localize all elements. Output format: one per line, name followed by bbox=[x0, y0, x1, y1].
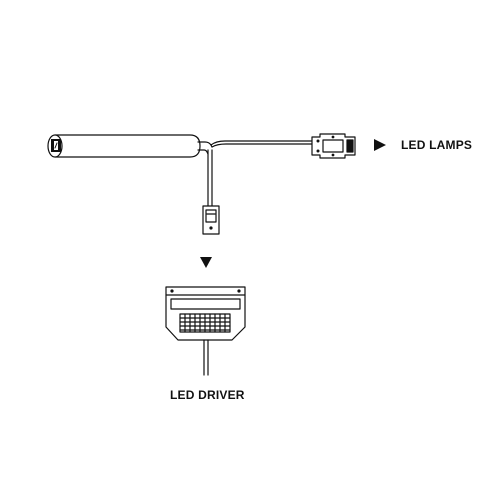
arrow-down-icon bbox=[200, 257, 212, 268]
arrow-right-icon bbox=[374, 139, 386, 151]
lamp-connector bbox=[311, 133, 356, 159]
driver-output-cable bbox=[203, 339, 209, 376]
sensor-cap-icon bbox=[51, 139, 61, 152]
driver-cable bbox=[207, 149, 213, 207]
driver-plug bbox=[202, 205, 220, 235]
sensor-switch bbox=[47, 134, 201, 158]
label-led-lamps: LED LAMPS bbox=[401, 138, 472, 152]
label-led-driver: LED DRIVER bbox=[170, 388, 245, 402]
lamp-cable bbox=[197, 140, 313, 155]
led-driver bbox=[165, 286, 246, 341]
